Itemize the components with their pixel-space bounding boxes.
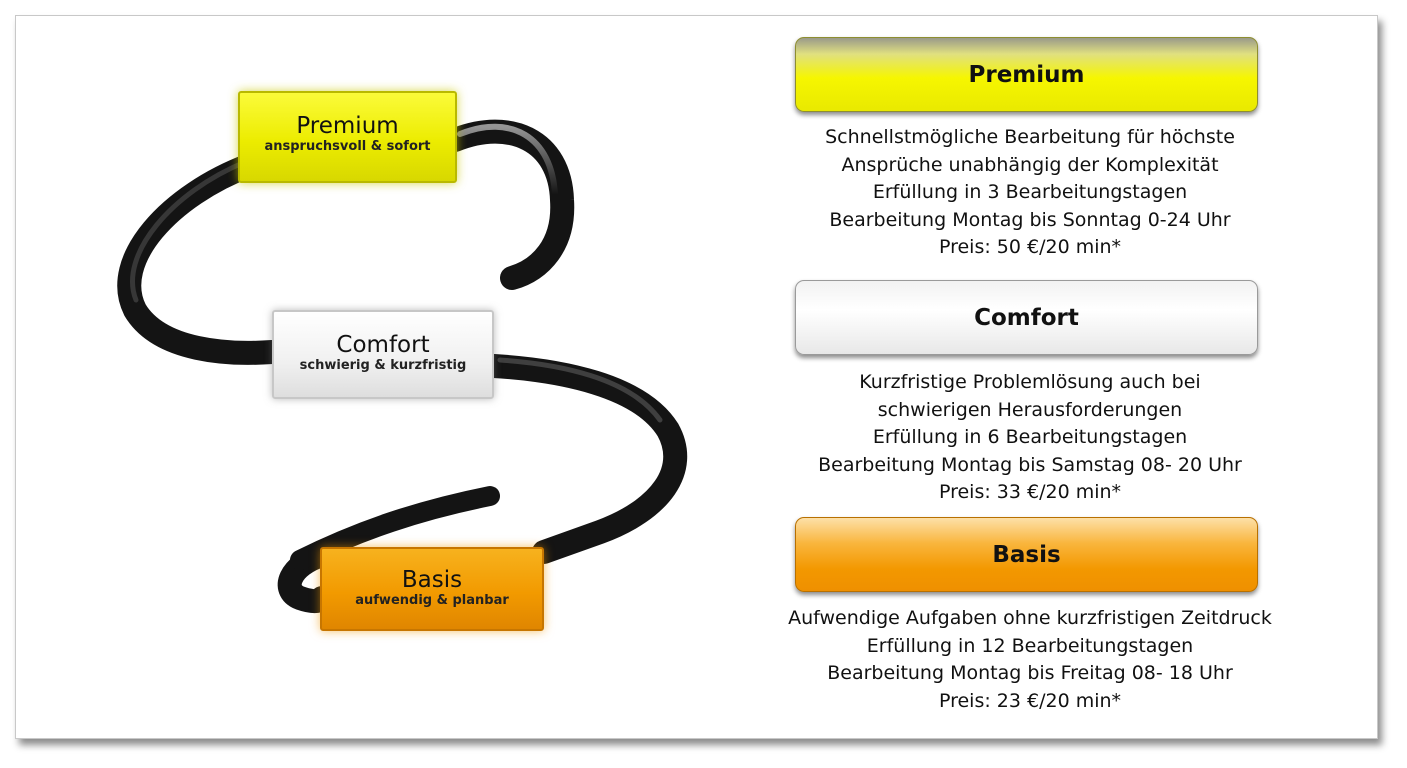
premium-desc-line: Bearbeitung Montag bis Sonntag 0-24 Uhr [829, 208, 1231, 231]
basis-box: Basis aufwendig & planbar [320, 547, 544, 631]
premium-box-subtitle: anspruchsvoll & sofort [264, 139, 431, 154]
comfort-desc-line: Bearbeitung Montag bis Samstag 08- 20 Uh… [818, 453, 1242, 476]
basis-desc-line: Erfüllung in 12 Bearbeitungstagen [866, 634, 1194, 657]
comfort-box-subtitle: schwierig & kurzfristig [299, 358, 467, 373]
comfort-desc-line: Erfüllung in 6 Bearbeitungstagen [872, 426, 1188, 448]
premium-plan-description: Schnellstmögliche Bearbeitung für höchst… [780, 124, 1280, 262]
basis-plan-description: Aufwendige Aufgaben ohne kurzfristigen Z… [780, 605, 1280, 715]
basis-plan-button[interactable]: Basis [795, 517, 1258, 592]
tube-highlight-1 [457, 123, 558, 198]
comfort-box-title: Comfort [336, 332, 430, 358]
premium-desc-line: Schnellstmögliche Bearbeitung für höchst… [825, 126, 1235, 148]
premium-box-title: Premium [296, 113, 399, 139]
lower-arc [482, 354, 688, 564]
basis-box-title: Basis [401, 567, 463, 593]
basis-desc-line: Aufwendige Aufgaben ohne kurzfristigen Z… [788, 607, 1272, 629]
comfort-plan-button[interactable]: Comfort [795, 280, 1258, 355]
tube-highlight-2 [130, 159, 248, 303]
left-arc [117, 153, 284, 365]
basis-box-subtitle: aufwendig & planbar [355, 593, 509, 608]
premium-box: Premium anspruchsvoll & sofort [238, 91, 457, 183]
premium-price: Preis: 50 €/20 min* [938, 236, 1122, 258]
comfort-price: Preis: 33 €/20 min* [938, 481, 1122, 503]
premium-plan-button[interactable]: Premium [795, 37, 1258, 112]
upper-loop [443, 119, 575, 290]
premium-desc-line: Erfüllung in 3 Bearbeitungstagen [872, 181, 1188, 203]
comfort-box: Comfort schwierig & kurzfristig [272, 310, 494, 399]
comfort-desc-line: Kurzfristige Problemlösung auch bei [859, 371, 1201, 393]
comfort-desc-line: schwierigen Herausforderungen [877, 398, 1183, 421]
basis-price: Preis: 23 €/20 min* [938, 689, 1122, 712]
basis-desc-line: Bearbeitung Montag bis Freitag 08- 18 Uh… [827, 662, 1233, 684]
comfort-plan-description: Kurzfristige Problemlösung auch bei schw… [780, 369, 1280, 507]
tube-highlight-3 [497, 357, 663, 423]
premium-desc-line: Ansprüche unabhängig der Komplexität [841, 153, 1219, 176]
